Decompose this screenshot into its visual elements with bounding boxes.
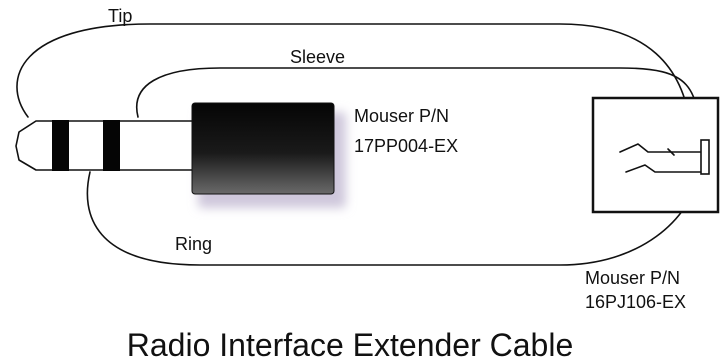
- jack-tip-contact: [619, 143, 701, 153]
- ring-label: Ring: [175, 234, 212, 254]
- jack-ring-contact: [625, 164, 701, 173]
- tip-wire: [16, 23, 693, 153]
- plug-body: [191, 102, 335, 195]
- jack-part-label-line1: Mouser P/N: [585, 268, 680, 288]
- sleeve-label: Sleeve: [290, 47, 345, 67]
- jack-contact-nub: [667, 148, 675, 156]
- plug-insulator-ring-2: [103, 120, 120, 171]
- plug-part-label-line2: 17PP004-EX: [354, 136, 458, 156]
- diagram-title: Radio Interface Extender Cable: [127, 327, 573, 363]
- plug-part-label-line1: Mouser P/N: [354, 106, 449, 126]
- jack-housing: [591, 96, 720, 214]
- plug-insulator-ring-1: [52, 120, 69, 171]
- jack-part-label-line2: 16PJ106-EX: [585, 292, 686, 312]
- ring-wire: [86, 171, 701, 266]
- jack-sleeve-terminal: [700, 139, 710, 175]
- tip-label: Tip: [108, 6, 132, 26]
